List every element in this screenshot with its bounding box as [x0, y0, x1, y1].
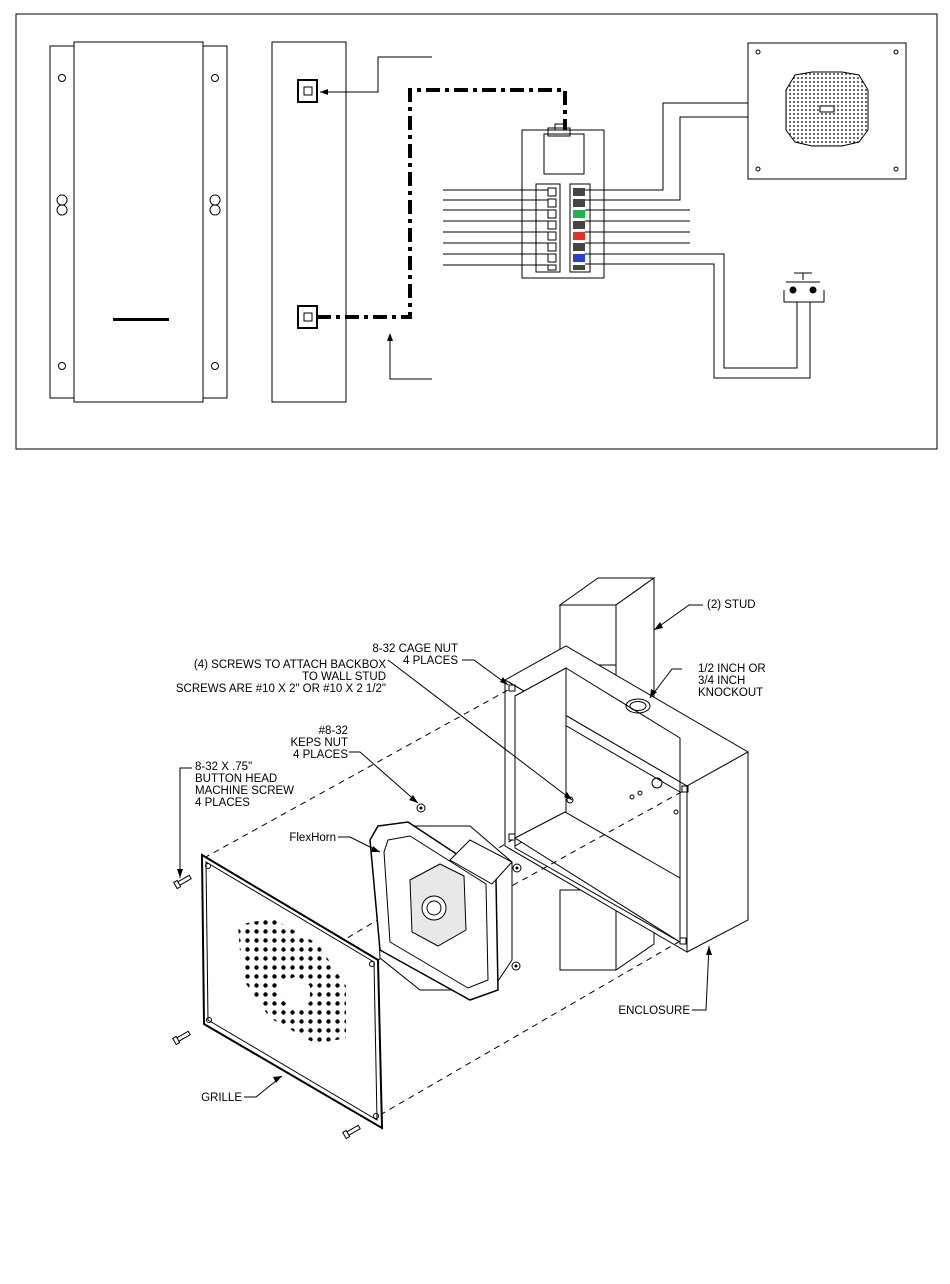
rj-jack-top [298, 80, 317, 102]
exploded-view: (2) STUD 8-32 CAGE NUT 4 PLACES (4) SCRE… [173, 578, 766, 1139]
label-knockout-2: 3/4 INCH [698, 675, 745, 687]
label-machine-4: 4 PLACES [195, 797, 250, 809]
label-flexhorn: FlexHorn [289, 832, 336, 844]
label-enclosure: ENCLOSURE [618, 1005, 690, 1017]
terminal-green [573, 210, 585, 218]
input-wires [443, 190, 548, 265]
flexhorn-speaker [370, 822, 512, 1000]
output-wires [585, 103, 810, 378]
label-knockout-1: 1/2 INCH OR [698, 663, 766, 675]
terminal-board [522, 124, 604, 278]
front-plate [50, 42, 227, 402]
grille [202, 855, 382, 1128]
terminal-red [573, 232, 585, 240]
terminal-blue [573, 254, 585, 262]
label-screws-3: SCREWS ARE #10 X 2" OR #10 X 2 1/2" [176, 683, 386, 695]
wiring-diagram [16, 14, 937, 449]
label-machine-3: MACHINE SCREW [195, 785, 294, 797]
label-keps-2: KEPS NUT [290, 737, 348, 749]
label-keps-1: #8-32 [319, 725, 348, 737]
label-cage-nut-1: 8-32 CAGE NUT [372, 643, 458, 655]
label-machine-1: 8-32 X .75" [195, 761, 252, 773]
label-grille: GRILLE [201, 1092, 242, 1104]
label-screws-2: TO WALL STUD [302, 671, 386, 683]
label-cage-nut-2: 4 PLACES [403, 655, 458, 667]
rj-jack-bottom [298, 306, 317, 328]
label-keps-3: 4 PLACES [293, 749, 348, 761]
front-plate-slot [113, 318, 169, 321]
side-panel [272, 42, 346, 402]
label-stud: (2) STUD [707, 599, 756, 611]
network-cable [317, 90, 565, 317]
speaker-box [748, 43, 906, 179]
label-machine-2: BUTTON HEAD [195, 773, 277, 785]
label-screws-1: (4) SCREWS TO ATTACH BACKBOX [194, 659, 386, 671]
push-button [784, 273, 824, 302]
label-knockout-3: KNOCKOUT [698, 687, 763, 699]
